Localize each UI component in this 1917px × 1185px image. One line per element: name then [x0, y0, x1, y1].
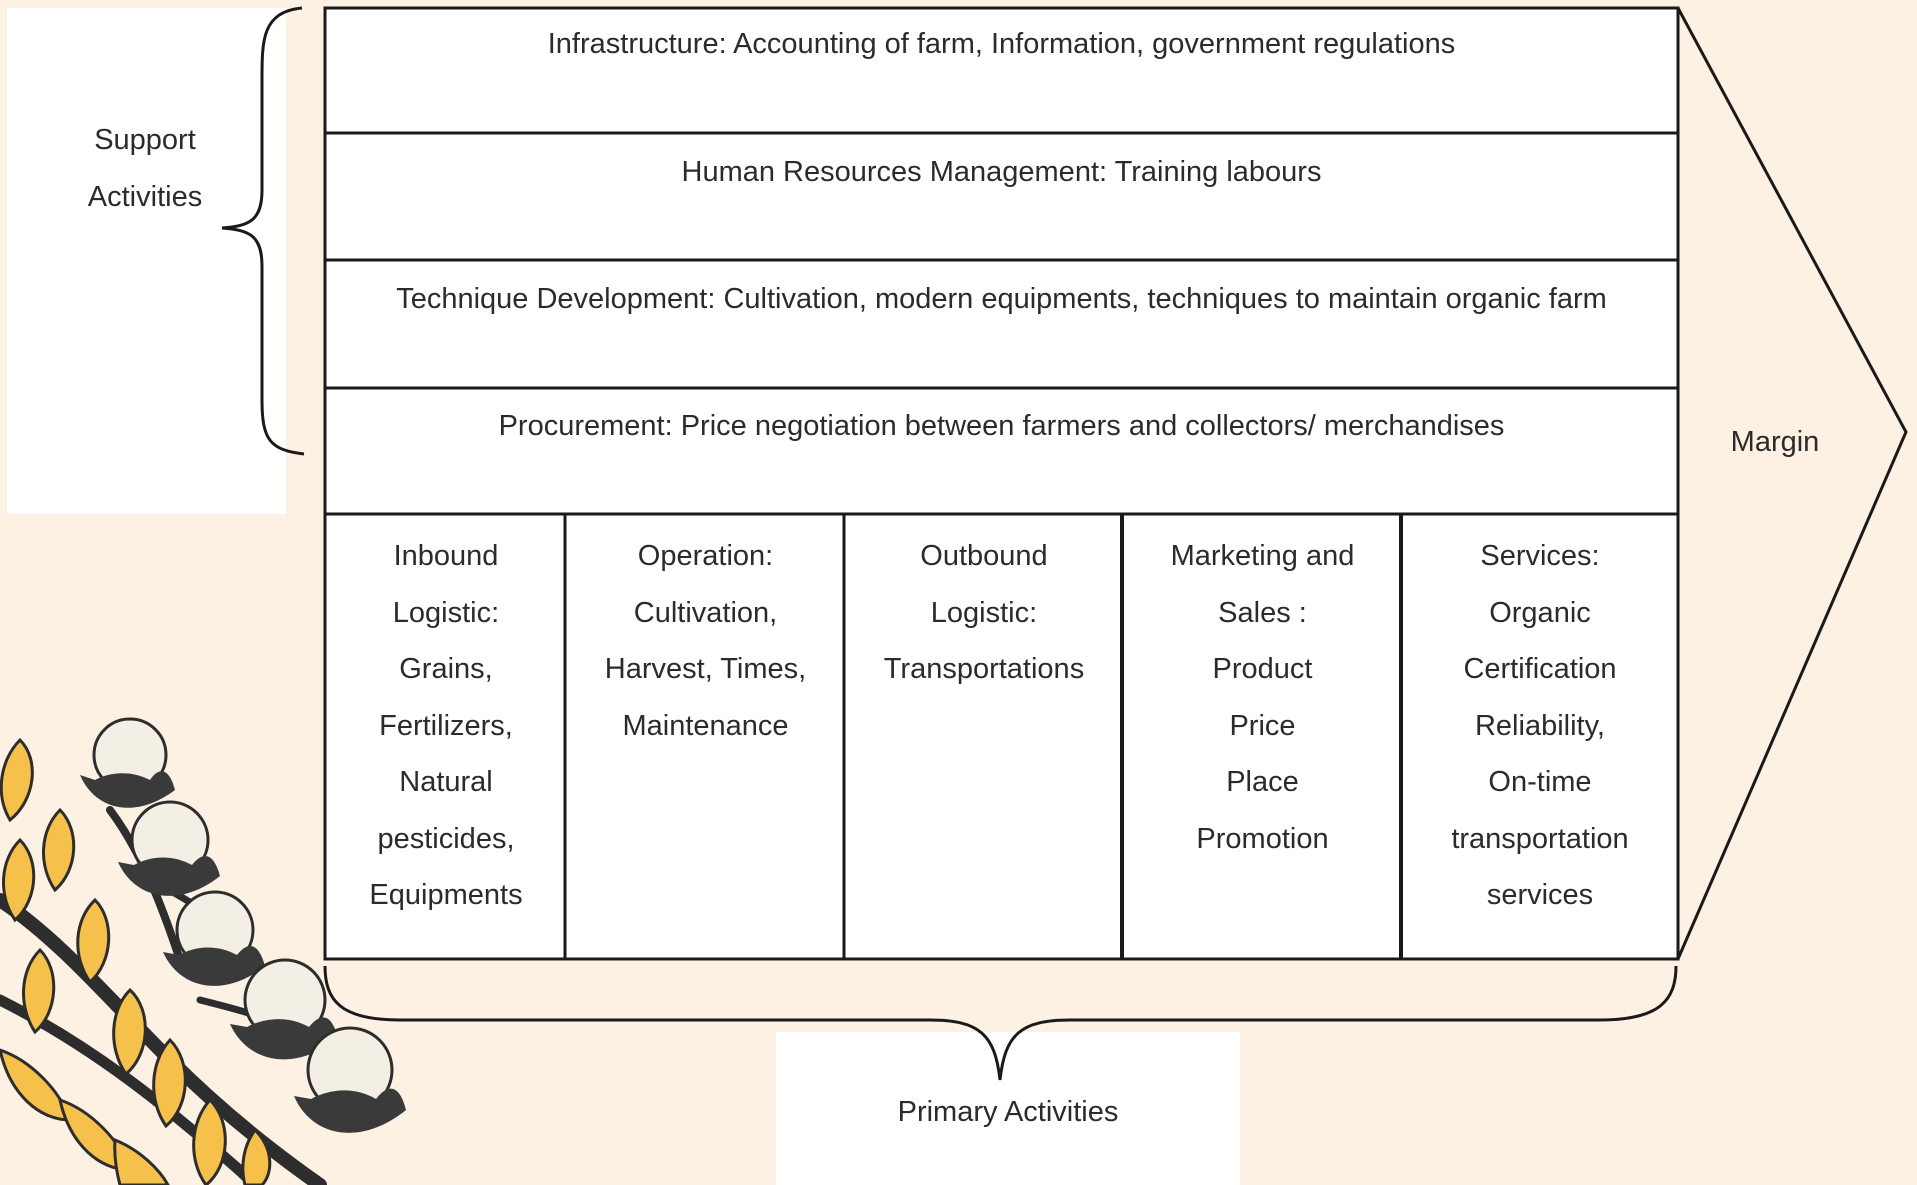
margin-label: Margin: [1730, 426, 1820, 458]
leaf: [42, 807, 76, 893]
primary-col-line: On-time: [1488, 766, 1592, 798]
primary-col-line: Maintenance: [622, 709, 789, 742]
support-label-line: Activities: [87, 181, 203, 213]
primary-col-line: Fertilizers,: [379, 709, 513, 742]
leaf: [0, 737, 34, 823]
cotton-flower: [163, 890, 265, 986]
primary-col-line: Sales :: [1218, 596, 1307, 629]
primary-col-line: Services:: [1480, 540, 1600, 572]
leaf: [152, 1037, 187, 1129]
cotton-flower: [230, 958, 338, 1060]
leaf: [241, 1127, 272, 1185]
support-row-technique-development: Technique Development: Cultivation, mode…: [396, 283, 1607, 315]
primary-col-line: Operation:: [637, 540, 774, 572]
primary-col-line: Equipments: [369, 879, 523, 911]
primary-col-line: Reliability,: [1474, 709, 1605, 742]
cotton-flower: [294, 1026, 406, 1133]
primary-col-line: Harvest, Times,: [604, 653, 807, 685]
primary-col-line: transportation: [1451, 822, 1629, 855]
primary-col-line: Place: [1226, 766, 1299, 798]
support-label-card: [7, 8, 286, 514]
primary-col-outbound-logistic: Outbound Logistic: Transportations: [846, 528, 1122, 698]
decorative-branch-illustration: [0, 717, 406, 1185]
primary-col-marketing-sales: Marketing and Sales : Product Price Plac…: [1124, 528, 1401, 867]
leaf: [192, 1097, 227, 1185]
primary-col-line: Grains,: [399, 653, 493, 685]
primary-col-line: Price: [1229, 709, 1296, 742]
primary-col-line: Product: [1212, 653, 1313, 685]
support-row-procurement: Procurement: Price negotiation between f…: [498, 410, 1505, 442]
support-row-infrastructure: Infrastructure: Accounting of farm, Info…: [547, 28, 1456, 60]
primary-col-services: Services: Organic Certification Reliabil…: [1403, 528, 1677, 924]
support-label-line: Support: [94, 124, 196, 156]
leaf: [113, 1137, 170, 1185]
leaf: [112, 987, 147, 1077]
primary-col-line: Promotion: [1196, 822, 1329, 855]
primary-col-line: Transportations: [883, 653, 1085, 685]
primary-brace: [323, 965, 1678, 1081]
support-activities-label: Support Activities: [60, 112, 230, 226]
primary-col-line: Logistic:: [930, 596, 1038, 629]
primary-col-line: Outbound: [920, 540, 1048, 572]
primary-col-line: services: [1486, 879, 1594, 911]
leaf: [2, 837, 36, 923]
primary-col-line: Marketing and: [1170, 540, 1355, 572]
primary-col-line: Logistic:: [392, 596, 500, 629]
cotton-flower: [118, 800, 220, 896]
primary-col-line: Natural: [399, 766, 493, 798]
primary-col-line: Inbound: [393, 540, 499, 572]
primary-col-inbound-logistic: Inbound Logistic: Grains, Fertilizers, N…: [327, 528, 565, 924]
leaf: [22, 947, 56, 1035]
value-chain-box: [323, 6, 1680, 961]
primary-col-line: Certification: [1463, 653, 1617, 685]
leaf-cluster: [0, 737, 272, 1185]
primary-col-line: Organic: [1489, 596, 1591, 629]
primary-col-line: pesticides,: [377, 822, 515, 855]
primary-col-line: Cultivation,: [633, 596, 778, 629]
support-brace: [221, 6, 305, 456]
primary-label-card: [776, 1032, 1240, 1185]
primary-col-operation: Operation: Cultivation, Harvest, Times, …: [567, 528, 844, 754]
primary-activities-label: Primary Activities: [897, 1096, 1119, 1128]
leaf: [0, 1048, 73, 1122]
cotton-flower: [80, 717, 175, 808]
leaf: [76, 897, 111, 985]
margin-arrow: [1676, 7, 1908, 960]
support-row-human-resources: Human Resources Management: Training lab…: [681, 156, 1322, 188]
